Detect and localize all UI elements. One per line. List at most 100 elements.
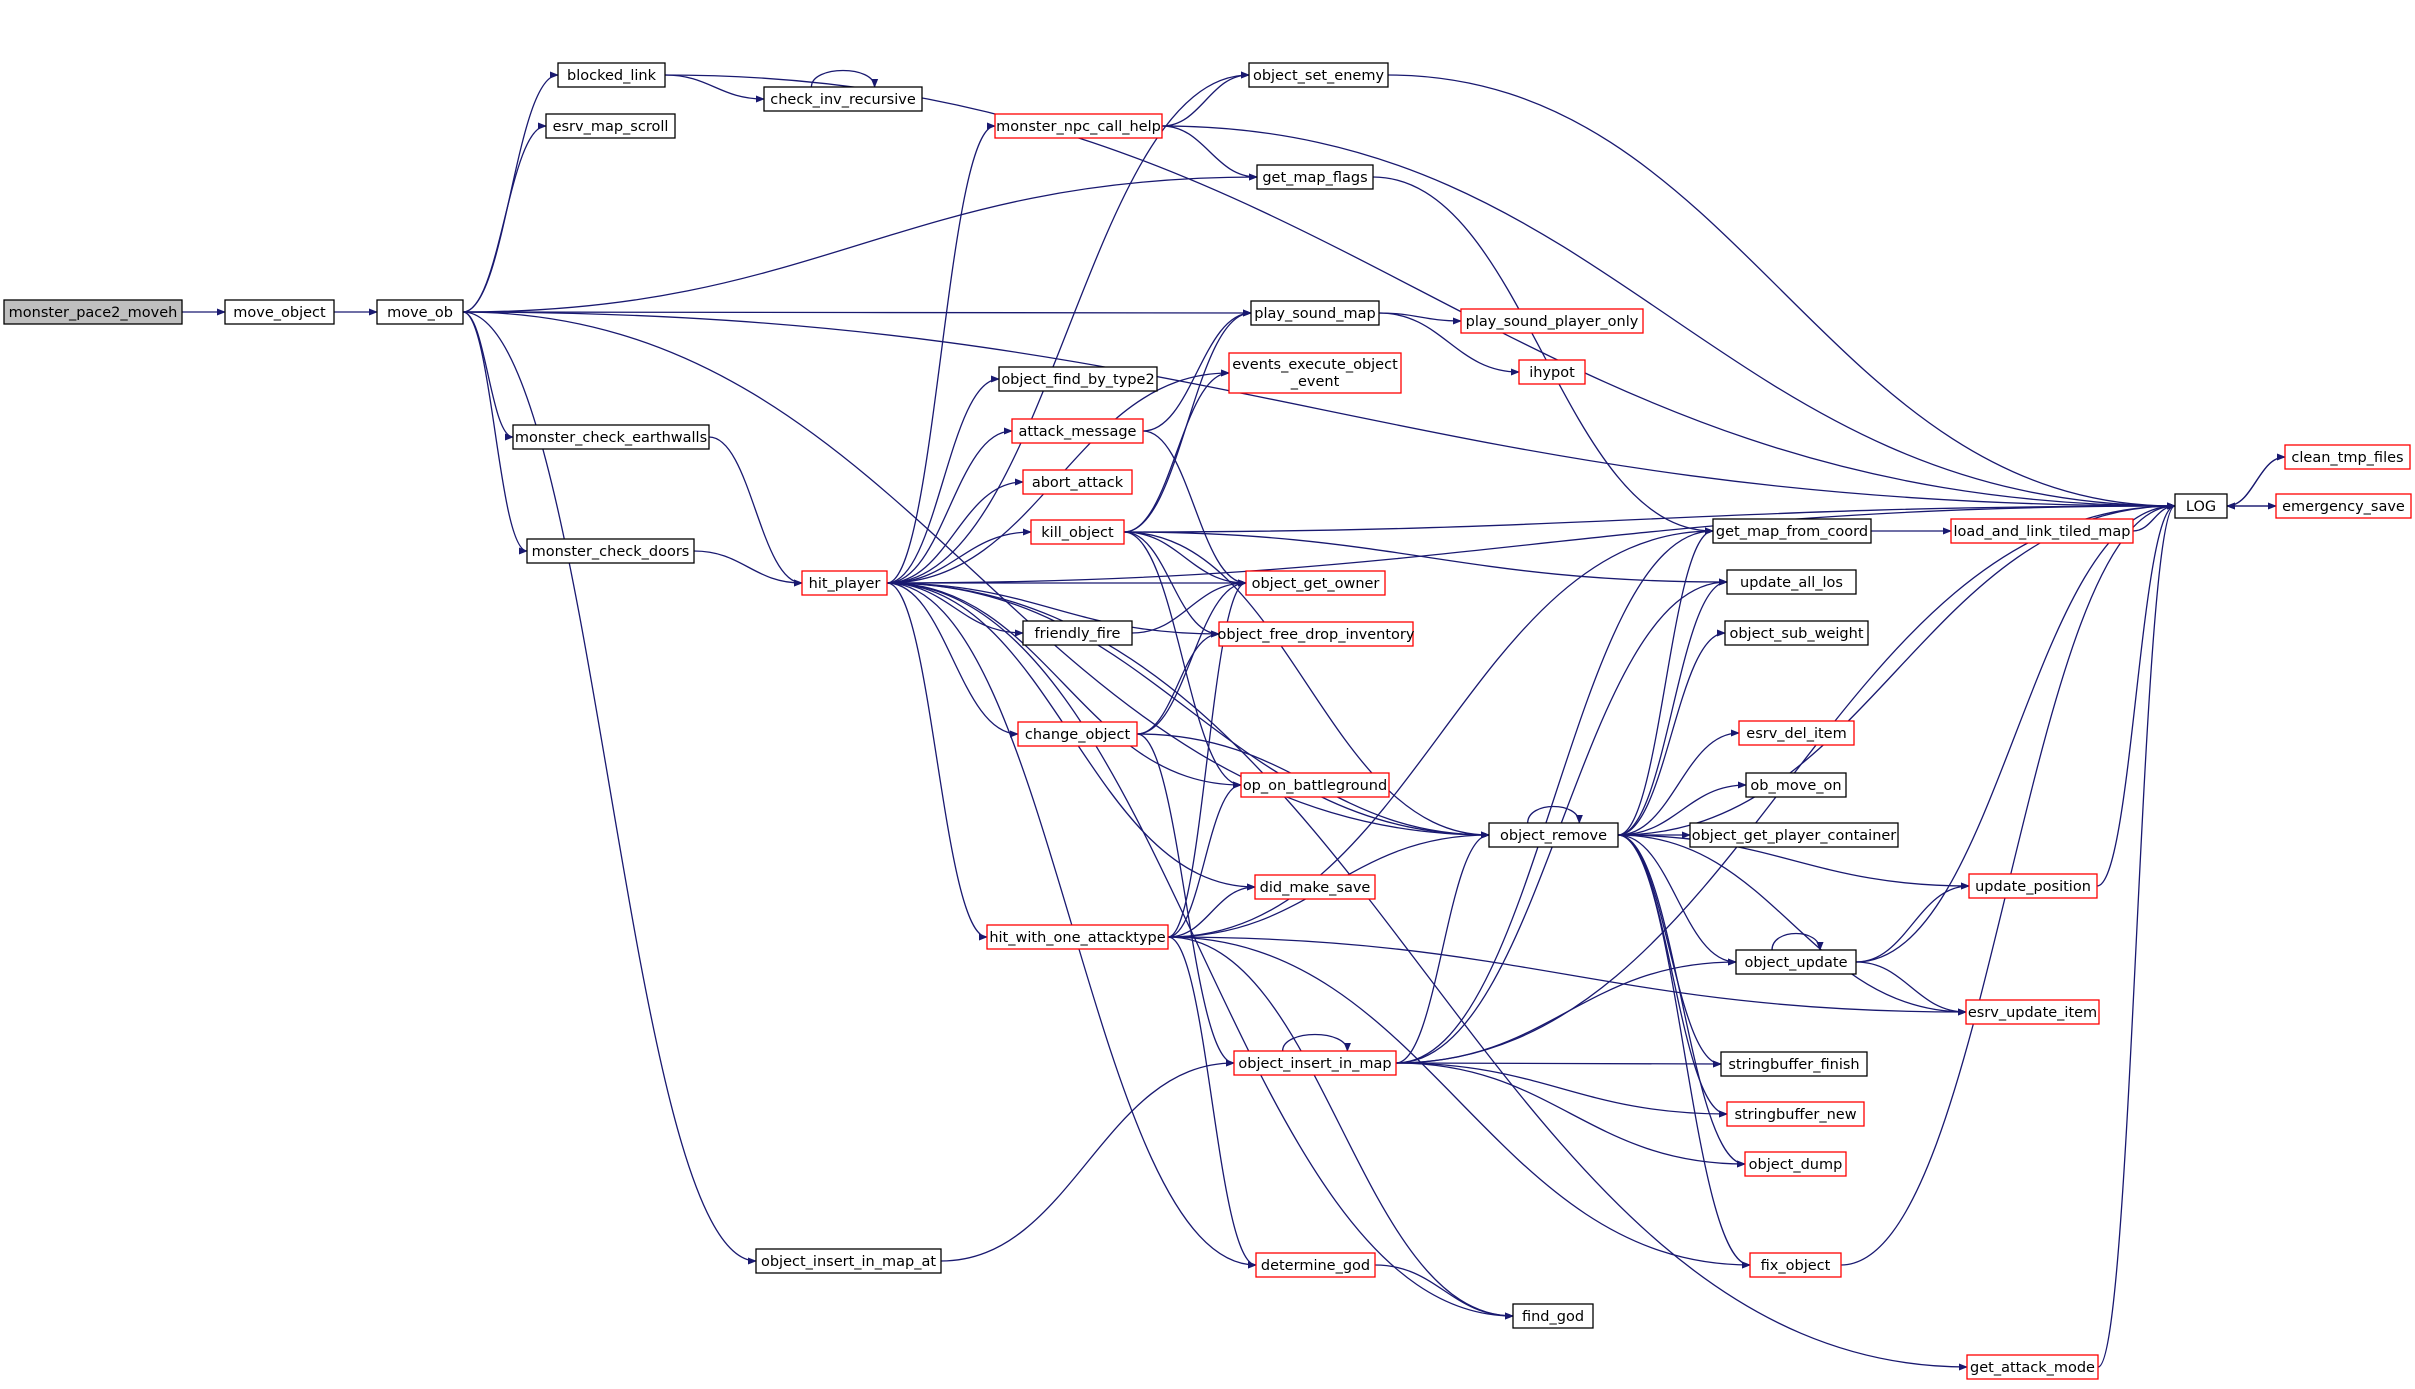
edge-hit_player-to-hit_with_one_attacktype [886, 582, 988, 941]
node-abort_attack[interactable]: abort_attack [1022, 469, 1133, 495]
node-esrv_del_item[interactable]: esrv_del_item [1738, 720, 1855, 746]
edge-hit_player-to-object_free_drop_inventory [886, 582, 1220, 638]
node-play_sound_map[interactable]: play_sound_map [1250, 300, 1380, 326]
node-label-line1: events_execute_object [1232, 357, 1398, 373]
edge-hit_with_one_attacktype-to-determine_god [1167, 936, 1257, 1269]
node-label: ob_move_on [1750, 778, 1841, 794]
node-label: get_map_from_coord [1716, 524, 1868, 540]
node-box [1218, 621, 1414, 647]
node-play_sound_player_only[interactable]: play_sound_player_only [1460, 308, 1644, 334]
node-box [526, 538, 695, 564]
edge-hit_player-to-change_object [886, 582, 1019, 738]
node-object_update[interactable]: object_update [1735, 949, 1857, 975]
edge-attack_message-to-play_sound_map [1142, 309, 1252, 432]
node-esrv_map_scroll[interactable]: esrv_map_scroll [545, 113, 676, 139]
node-change_object[interactable]: change_object [1017, 721, 1138, 747]
edge-monster_check_earthwalls-to-hit_player [708, 436, 803, 587]
node-emergency_save[interactable]: emergency_save [2275, 493, 2412, 519]
node-monster_npc_call_help[interactable]: monster_npc_call_help [994, 113, 1163, 139]
node-LOG[interactable]: LOG [2174, 493, 2228, 519]
node-move_ob[interactable]: move_ob [376, 299, 464, 325]
node-hit_player[interactable]: hit_player [801, 570, 888, 596]
node-hit_with_one_attacktype[interactable]: hit_with_one_attacktype [986, 924, 1169, 950]
node-object_insert_in_map_at[interactable]: object_insert_in_map_at [755, 1248, 942, 1274]
node-ob_move_on[interactable]: ob_move_on [1745, 772, 1847, 798]
node-stringbuffer_new[interactable]: stringbuffer_new [1726, 1101, 1865, 1127]
node-get_map_flags[interactable]: get_map_flags [1256, 164, 1374, 190]
node-kill_object[interactable]: kill_object [1030, 519, 1125, 545]
node-stringbuffer_finish[interactable]: stringbuffer_finish [1720, 1051, 1868, 1077]
node-label: object_sub_weight [1729, 626, 1863, 642]
node-label: fix_object [1761, 1258, 1831, 1274]
edge-object_insert_in_map-to-object_insert_in_map [1281, 1033, 1351, 1052]
node-attack_message[interactable]: attack_message [1011, 418, 1144, 444]
node-update_all_los[interactable]: update_all_los [1726, 569, 1857, 595]
node-load_and_link_tiled_map[interactable]: load_and_link_tiled_map [1950, 518, 2134, 544]
node-op_on_battleground[interactable]: op_on_battleground [1240, 772, 1390, 798]
node-object_get_player_container[interactable]: object_get_player_container [1689, 822, 1899, 848]
node-label: object_insert_in_map [1238, 1056, 1391, 1072]
node-object_find_by_type2[interactable]: object_find_by_type2 [998, 366, 1158, 392]
node-object_get_owner[interactable]: object_get_owner [1245, 570, 1386, 596]
nodes-layer: monster_pace2_moveh move_object move_ob blo… [3, 62, 2412, 1380]
node-box [1950, 518, 2134, 544]
node-object_remove[interactable]: object_remove [1488, 822, 1619, 848]
node-get_map_from_coord[interactable]: get_map_from_coord [1712, 518, 1872, 544]
node-box [376, 299, 464, 325]
node-update_position[interactable]: update_position [1968, 873, 2098, 899]
node-box [1712, 518, 1872, 544]
node-object_insert_in_map[interactable]: object_insert_in_map [1233, 1050, 1397, 1076]
edge-object_insert_in_map_at-to-object_insert_in_map [940, 1059, 1235, 1262]
node-determine_god[interactable]: determine_god [1255, 1252, 1376, 1278]
node-box [1030, 519, 1125, 545]
node-blocked_link[interactable]: blocked_link [557, 62, 666, 88]
node-box [1240, 772, 1390, 798]
edge-object_insert_in_map-to-stringbuffer_finish [1395, 1060, 1722, 1068]
edge-object_remove-to-get_map_from_coord [1617, 527, 1714, 836]
edge-hit_with_one_attacktype-to-op_on_battleground [1167, 781, 1242, 938]
node-box [1720, 1051, 1868, 1077]
node-check_inv_recursive[interactable]: check_inv_recursive [763, 86, 923, 112]
node-box [998, 366, 1158, 392]
node-label: hit_with_one_attacktype [989, 930, 1165, 946]
node-object_dump[interactable]: object_dump [1744, 1151, 1847, 1177]
edge-hit_player-to-abort_attack [886, 478, 1024, 584]
node-monster_pace2_moveh[interactable]: monster_pace2_moveh [3, 299, 183, 325]
node-label: object_dump [1749, 1157, 1843, 1173]
edge-object_update-to-object_update [1771, 932, 1824, 951]
node-label: blocked_link [567, 68, 657, 84]
edge-friendly_fire-to-object_get_owner [1131, 579, 1247, 634]
node-ihypot[interactable]: ihypot [1518, 359, 1586, 385]
edge-hit_player-to-op_on_battleground [886, 582, 1242, 789]
node-clean_tmp_files[interactable]: clean_tmp_files [2284, 444, 2411, 470]
edge-monster_npc_call_help-to-get_map_flags [1161, 125, 1258, 181]
node-esrv_update_item[interactable]: esrv_update_item [1965, 999, 2100, 1025]
node-label: emergency_save [2282, 499, 2405, 515]
node-label: op_on_battleground [1243, 778, 1387, 794]
node-did_make_save[interactable]: did_make_save [1254, 874, 1376, 900]
node-object_set_enemy[interactable]: object_set_enemy [1248, 62, 1389, 88]
edge-object_remove-to-object_dump [1617, 834, 1746, 1168]
node-label: stringbuffer_new [1734, 1107, 1856, 1123]
node-box [1724, 620, 1869, 646]
edge-object_set_enemy-to-LOG [1387, 74, 2176, 510]
node-label: check_inv_recursive [770, 92, 916, 108]
node-events_execute_object_event[interactable]: events_execute_object_event [1228, 352, 1402, 394]
edge-get_map_flags-to-get_map_from_coord [1372, 176, 1714, 535]
edge-move_ob-to-LOG [462, 311, 2176, 510]
node-fix_object[interactable]: fix_object [1749, 1252, 1842, 1278]
node-object_sub_weight[interactable]: object_sub_weight [1724, 620, 1869, 646]
node-move_object[interactable]: move_object [224, 299, 335, 325]
edge-hit_player-to-find_god [886, 582, 1514, 1320]
node-object_free_drop_inventory[interactable]: object_free_drop_inventory [1218, 621, 1415, 647]
edge-object_remove-to-LOG [1617, 502, 2176, 836]
node-label: kill_object [1041, 525, 1114, 541]
node-get_attack_mode[interactable]: get_attack_mode [1966, 1354, 2099, 1380]
edge-kill_object-to-object_free_drop_inventory [1123, 531, 1220, 638]
node-find_god[interactable]: find_god [1512, 1303, 1594, 1329]
node-friendly_fire[interactable]: friendly_fire [1022, 620, 1133, 646]
node-label: did_make_save [1260, 880, 1371, 896]
node-box [1749, 1252, 1842, 1278]
node-monster_check_earthwalls[interactable]: monster_check_earthwalls [512, 424, 710, 450]
node-monster_check_doors[interactable]: monster_check_doors [526, 538, 695, 564]
